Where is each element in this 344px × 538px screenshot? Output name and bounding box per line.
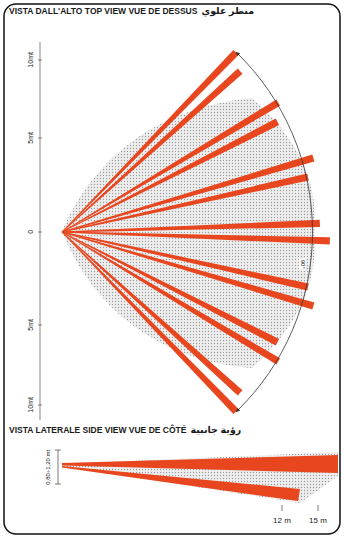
- dimension-label: 5mt: [27, 319, 35, 331]
- beam: [62, 155, 314, 233]
- beam: [62, 232, 330, 245]
- beam: [62, 232, 243, 396]
- dimension-label: 5mt: [27, 132, 35, 144]
- beam: [62, 99, 280, 232]
- distance-ticks: [282, 505, 318, 511]
- dimension-label: 12 m: [273, 517, 291, 526]
- axis-line: [40, 42, 41, 420]
- view-title-arabic: رؤية جانبية: [190, 425, 241, 435]
- frame: [4, 4, 340, 534]
- angle-arc: [236, 52, 313, 412]
- side-lower-beam: [62, 466, 300, 501]
- beam: [62, 232, 239, 414]
- dimension-label: 10mt: [27, 397, 35, 413]
- beam: [62, 232, 309, 291]
- axis-ticks: [38, 60, 42, 405]
- view-title: VISTA LATERALE SIDE VIEW VUE DE CÔTÉ: [9, 426, 186, 435]
- height-dimension: [55, 450, 61, 484]
- side-coverage-area: [62, 452, 338, 503]
- side-coverage-dots: [62, 452, 338, 503]
- beam: [62, 220, 320, 233]
- dimension-label: 0: [27, 230, 35, 234]
- dimension-label: 0,80÷1,20 mt: [45, 450, 52, 485]
- view-title: VISTA DALL'ALTO TOP VIEW VUE DE DESSUS: [9, 7, 197, 16]
- detection-beams: [62, 50, 330, 414]
- dimension-label: 10mt: [27, 52, 35, 68]
- beam: [62, 68, 243, 232]
- view-title-arabic: منظر علوي: [201, 6, 254, 16]
- dimension-label: 90°: [300, 258, 307, 269]
- dimension-label: 15 m: [309, 517, 327, 526]
